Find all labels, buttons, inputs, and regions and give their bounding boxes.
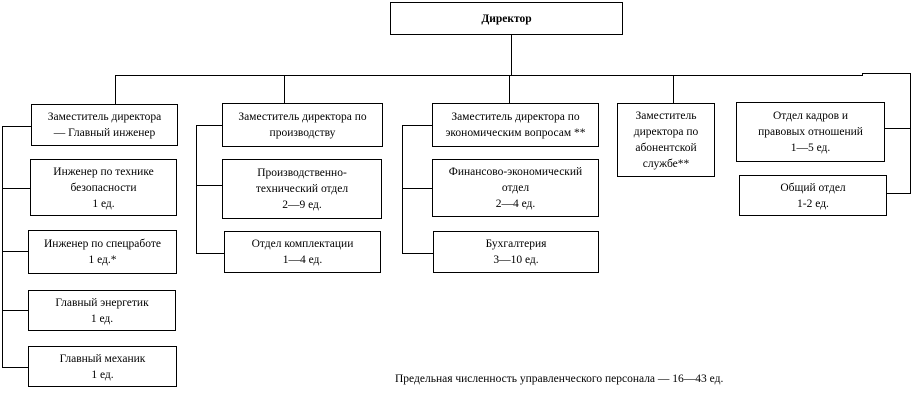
connector xyxy=(862,73,863,76)
safety-engineer-box: Инженер по технике безопасности 1 ед. xyxy=(30,159,177,216)
production-technical-dept-box: Производственно-технический отдел 2—9 ед. xyxy=(222,159,382,219)
special-work-engineer-box: Инженер по спецработе 1 ед.* xyxy=(28,230,177,274)
box-text: безопасности xyxy=(70,181,137,194)
box-text: Финансово-экономический xyxy=(448,166,583,178)
connector xyxy=(115,75,116,104)
box-text: 2—9 ед. xyxy=(282,199,322,211)
box-text: 1 ед. xyxy=(92,197,115,210)
connector xyxy=(2,251,28,252)
connector xyxy=(402,188,432,189)
box-text: правовых отношений xyxy=(758,126,863,138)
box-text: Заместитель директора по xyxy=(451,111,580,123)
procurement-dept-box: Отдел комплектации 1—4 ед. xyxy=(224,231,381,273)
connector xyxy=(2,310,28,311)
box-text: Директор xyxy=(481,12,532,25)
box-text: Заместитель директора xyxy=(47,111,162,123)
connector xyxy=(402,253,433,254)
connector xyxy=(2,126,3,368)
box-text: технический отдел xyxy=(255,183,349,195)
connector xyxy=(2,367,28,368)
box-text: 1 ед. xyxy=(91,368,114,381)
box-text: Общий отдел xyxy=(780,181,846,194)
connector xyxy=(673,75,674,103)
connector xyxy=(511,34,512,75)
box-text: 1 ед. xyxy=(90,312,114,325)
director-box: Директор xyxy=(390,2,623,35)
box-text: 1—4 ед. xyxy=(282,254,323,266)
connector xyxy=(196,125,197,254)
box-text: 3—10 ед. xyxy=(493,254,539,266)
connector xyxy=(862,73,911,74)
connector xyxy=(196,253,224,254)
box-text: Инженер по спецработе xyxy=(44,238,161,250)
connector xyxy=(2,188,30,189)
connector xyxy=(115,75,863,76)
accounting-box: Бухгалтерия 3—10 ед. xyxy=(433,231,599,273)
box-text: Производственно- xyxy=(257,167,347,179)
deputy-economics-box: Заместитель директора по экономическим во… xyxy=(432,103,599,147)
connector xyxy=(884,128,911,129)
chief-mechanic-box: Главный механик 1 ед. xyxy=(28,346,177,387)
box-text: 2—4 ед. xyxy=(495,198,536,210)
box-text: абонентской xyxy=(635,142,697,154)
staff-limit-note: Предельная численность управленческого п… xyxy=(395,373,724,385)
connector xyxy=(886,193,911,194)
connector xyxy=(196,125,222,126)
connector xyxy=(509,75,510,103)
box-text: 1 ед.* xyxy=(88,254,117,266)
box-text: директора по xyxy=(633,126,699,138)
connector xyxy=(910,73,911,194)
box-text: 1—5 ед. xyxy=(790,142,831,154)
connector xyxy=(284,75,285,103)
box-text: экономическим вопросам ** xyxy=(445,127,586,139)
box-text: службе** xyxy=(642,158,690,170)
deputy-production-box: Заместитель директора по производству xyxy=(222,103,383,147)
box-text: 1-2 ед. xyxy=(797,197,829,210)
box-text: Отдел кадров и xyxy=(772,110,849,122)
box-text: Заместитель директора по xyxy=(238,111,367,123)
box-text: отдел xyxy=(501,182,530,194)
box-text: Инженер по технике xyxy=(53,165,154,178)
box-text: Бухгалтерия xyxy=(485,238,547,250)
connector xyxy=(196,185,222,186)
box-text: производству xyxy=(269,127,336,139)
general-dept-box: Общий отдел 1-2 ед. xyxy=(739,175,887,216)
connector xyxy=(402,125,403,254)
box-text: Главный механик xyxy=(59,352,146,365)
box-text: Отдел комплектации xyxy=(251,238,354,250)
connector xyxy=(402,125,432,126)
box-text: Заместитель xyxy=(635,110,697,122)
deputy-chief-engineer-box: Заместитель директора — Главный инженер xyxy=(31,104,178,146)
finance-economics-dept-box: Финансово-экономический отдел 2—4 ед. xyxy=(432,159,599,217)
chief-power-engineer-box: Главный энергетик 1 ед. xyxy=(28,290,176,331)
box-text: — Главный инженер xyxy=(53,127,156,139)
hr-legal-dept-box: Отдел кадров и правовых отношений 1—5 ед. xyxy=(736,102,885,162)
connector xyxy=(2,126,31,127)
box-text: Главный энергетик xyxy=(55,296,149,309)
deputy-subscriber-service-box: Заместитель директора по абонентской службе… xyxy=(617,103,715,177)
